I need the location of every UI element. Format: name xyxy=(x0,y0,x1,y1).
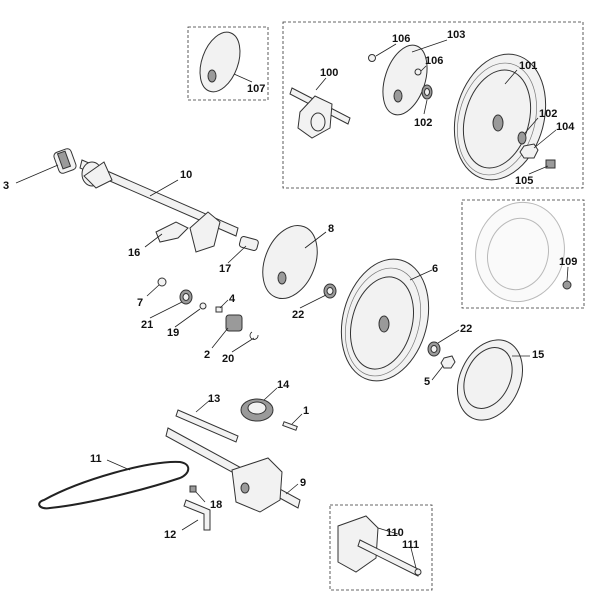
gear-2 xyxy=(225,314,243,332)
bearing-102a xyxy=(421,84,433,100)
label-13: 13 xyxy=(208,393,220,405)
screw-18 xyxy=(189,485,197,493)
gearbox-110 xyxy=(337,515,421,577)
label-14: 14 xyxy=(277,379,290,391)
label-4: 4 xyxy=(229,293,236,305)
nut-109 xyxy=(562,280,572,290)
disc-8 xyxy=(262,225,318,299)
label-102a: 102 xyxy=(414,117,432,129)
axle-bracket-100 xyxy=(289,87,351,139)
leader-lines xyxy=(15,39,569,569)
box-100-106 xyxy=(282,21,584,189)
label-110: 110 xyxy=(386,527,404,539)
disc-cover-107 xyxy=(199,31,241,93)
nut-104 xyxy=(519,143,539,159)
label-8: 8 xyxy=(328,223,334,235)
box-107 xyxy=(187,26,269,101)
gearbox-9 xyxy=(165,427,301,513)
washer-106b xyxy=(414,68,422,76)
bolt-105 xyxy=(545,159,556,169)
washer-7 xyxy=(157,277,167,287)
bracket-12 xyxy=(183,499,211,531)
pulley-14 xyxy=(240,398,274,422)
label-12: 12 xyxy=(164,529,176,541)
label-103: 103 xyxy=(447,29,465,41)
bearing-102b xyxy=(517,131,527,145)
bearing-22b xyxy=(427,341,441,357)
main-axle-10 xyxy=(79,159,239,253)
label-107: 107 xyxy=(247,83,265,95)
label-11: 11 xyxy=(90,453,102,465)
ghost-wheel-109 xyxy=(475,201,565,303)
pin-1 xyxy=(282,421,298,431)
bearing-22a xyxy=(323,283,337,299)
label-105: 105 xyxy=(515,175,533,187)
ring-19 xyxy=(199,302,207,310)
belt-11 xyxy=(38,460,190,510)
label-5: 5 xyxy=(424,376,430,388)
box-109 xyxy=(461,199,585,309)
label-1: 1 xyxy=(303,405,309,417)
label-111: 111 xyxy=(402,539,419,551)
label-2: 2 xyxy=(204,349,210,361)
label-19: 19 xyxy=(167,327,179,339)
bracket-16 xyxy=(155,221,189,243)
clip-111 xyxy=(414,568,422,576)
label-15: 15 xyxy=(532,349,544,361)
label-3: 3 xyxy=(3,180,9,192)
label-109: 109 xyxy=(559,256,577,268)
label-100: 100 xyxy=(320,67,338,79)
label-102b: 102 xyxy=(539,108,557,120)
label-18: 18 xyxy=(210,499,222,511)
label-16: 16 xyxy=(128,247,140,259)
nut-5 xyxy=(440,355,456,369)
key-4 xyxy=(215,306,223,313)
label-17: 17 xyxy=(219,263,231,275)
label-101: 101 xyxy=(519,60,537,72)
box-110-111 xyxy=(329,504,433,591)
coupling-3 xyxy=(53,148,77,174)
shaft-13 xyxy=(175,409,239,443)
label-22b: 22 xyxy=(460,323,472,335)
label-104: 104 xyxy=(556,121,575,133)
label-6: 6 xyxy=(432,263,438,275)
sleeve-17 xyxy=(238,236,259,251)
label-22a: 22 xyxy=(292,309,304,321)
part-number-labels: 3 10 16 17 8 7 21 19 4 2 20 22 6 22 5 15… xyxy=(3,29,577,551)
washer-106a xyxy=(368,54,376,62)
label-20: 20 xyxy=(222,353,234,365)
label-106a: 106 xyxy=(392,33,410,45)
label-9: 9 xyxy=(300,477,306,489)
wheel-6 xyxy=(340,258,430,382)
hubcap-15 xyxy=(457,339,523,421)
label-21: 21 xyxy=(141,319,153,331)
label-10: 10 xyxy=(180,169,192,181)
label-7: 7 xyxy=(137,297,143,309)
bearing-21 xyxy=(179,289,193,305)
label-106b: 106 xyxy=(425,55,443,67)
